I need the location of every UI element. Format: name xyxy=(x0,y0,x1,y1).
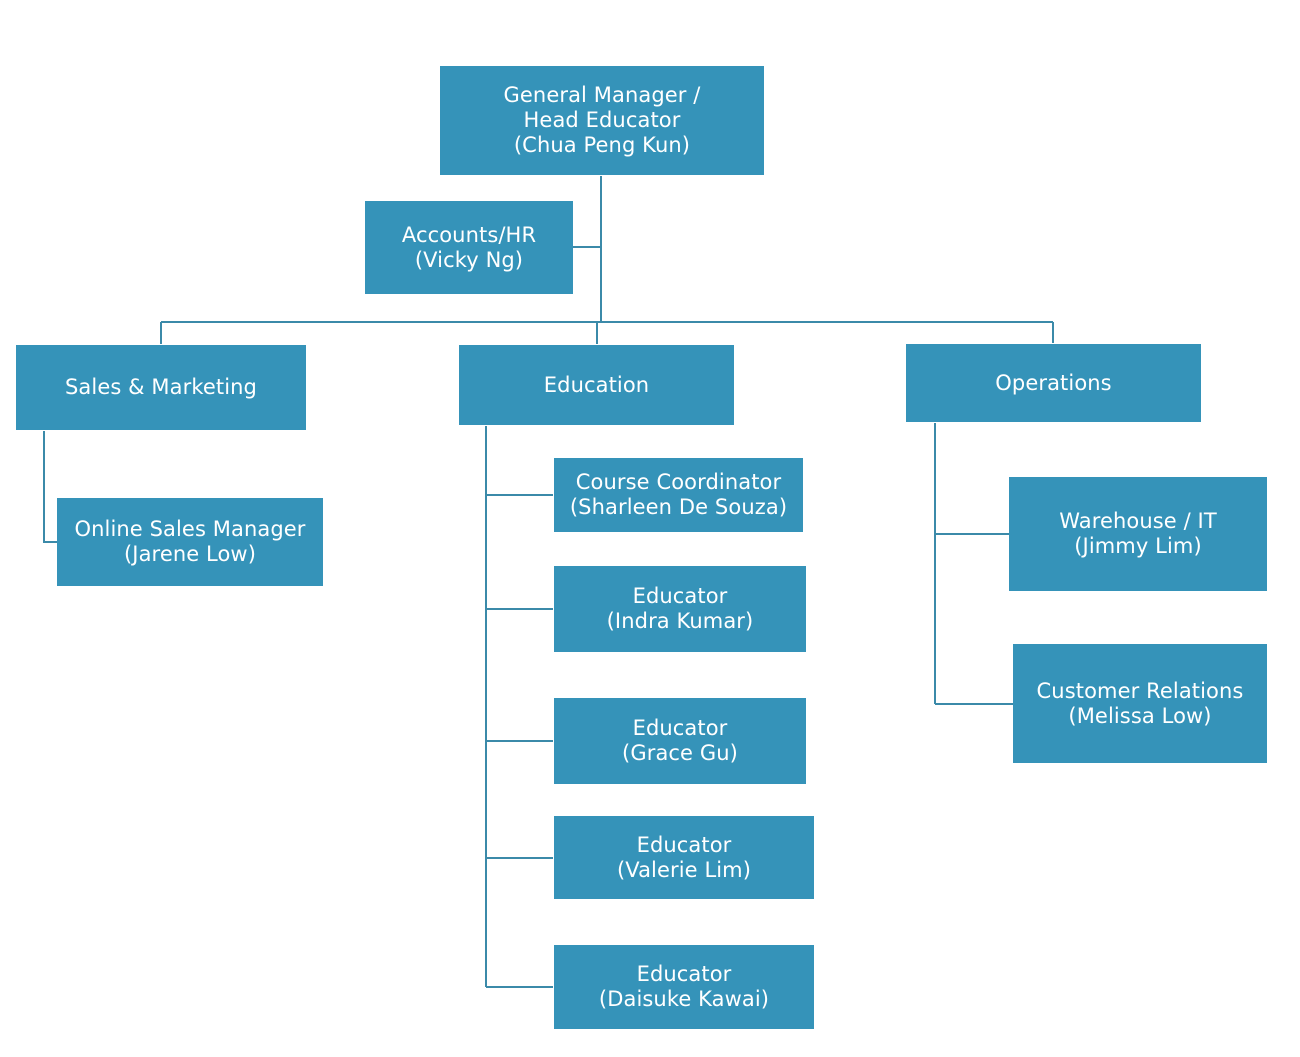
course-coordinator-box: Course Coordinator (Sharleen De Souza) xyxy=(554,458,803,532)
general-manager-name: (Chua Peng Kun) xyxy=(513,133,691,157)
customer-relations-title: Customer Relations xyxy=(1036,678,1244,703)
head-educator-title: Head Educator xyxy=(523,108,681,132)
sales-marketing-box: Sales & Marketing xyxy=(16,345,306,430)
accounts-hr-box: Accounts/HR (Vicky Ng) xyxy=(365,201,573,294)
accounts-hr-title: Accounts/HR xyxy=(401,222,537,247)
operations-title: Operations xyxy=(995,370,1112,395)
educator-grace-box: Educator (Grace Gu) xyxy=(554,698,806,784)
operations-box: Operations xyxy=(906,344,1201,422)
educator-indra-name: (Indra Kumar) xyxy=(606,609,754,633)
sales-marketing-title: Sales & Marketing xyxy=(65,375,257,399)
educator-daisuke-title: Educator xyxy=(636,962,732,986)
educator-indra-box: Educator (Indra Kumar) xyxy=(554,566,806,652)
customer-relations-box: Customer Relations (Melissa Low) xyxy=(1013,644,1267,763)
educator-valerie-name: (Valerie Lim) xyxy=(616,857,752,882)
online-sales-manager-name: (Jarene Low) xyxy=(124,542,256,566)
online-sales-manager-title: Online Sales Manager xyxy=(74,517,306,541)
warehouse-it-box: Warehouse / IT (Jimmy Lim) xyxy=(1009,477,1267,591)
customer-relations-name: (Melissa Low) xyxy=(1068,703,1212,728)
educator-valerie-box: Educator (Valerie Lim) xyxy=(554,816,814,899)
accounts-hr-name: (Vicky Ng) xyxy=(414,247,524,272)
educator-indra-title: Educator xyxy=(632,584,728,608)
sales-subtree-line xyxy=(43,431,57,543)
education-title: Education xyxy=(543,372,650,397)
educator-daisuke-box: Educator (Daisuke Kawai) xyxy=(554,945,814,1029)
general-manager-box: General Manager / Head Educator (Chua Pe… xyxy=(440,66,764,175)
educator-valerie-title: Educator xyxy=(636,832,732,857)
online-sales-manager-box: Online Sales Manager (Jarene Low) xyxy=(57,498,323,586)
general-manager-title: General Manager / xyxy=(503,83,701,107)
education-box: Education xyxy=(459,345,734,425)
course-coordinator-title: Course Coordinator xyxy=(575,470,782,494)
warehouse-it-title: Warehouse / IT xyxy=(1059,509,1217,533)
educator-grace-name: (Grace Gu) xyxy=(622,741,738,765)
educator-daisuke-name: (Daisuke Kawai) xyxy=(598,987,770,1011)
educator-grace-title: Educator xyxy=(632,716,728,740)
warehouse-it-name: (Jimmy Lim) xyxy=(1074,534,1202,558)
course-coordinator-name: (Sharleen De Souza) xyxy=(569,495,788,519)
